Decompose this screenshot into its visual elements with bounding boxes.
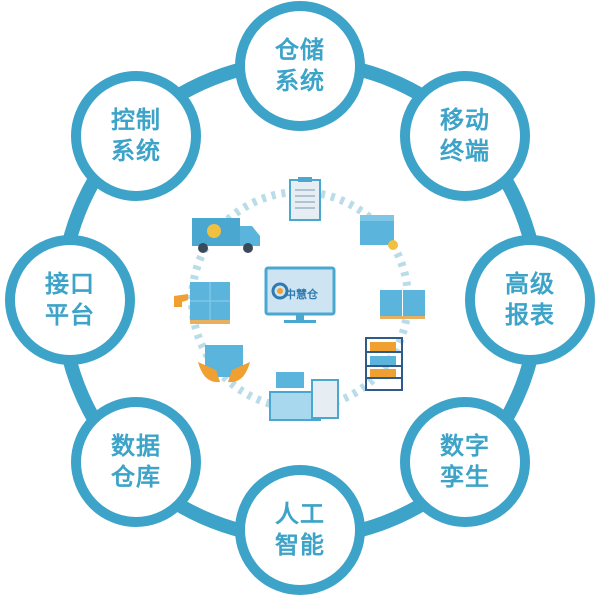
clipboard-icon <box>289 177 321 221</box>
node-label-line1: 数字 <box>440 432 490 460</box>
node-label-line1: 数据 <box>111 432 161 460</box>
node-data-warehouse[interactable]: 数据 仓库 <box>81 407 191 517</box>
node-label-line2: 智能 <box>275 531 325 559</box>
node-label-line2: 报表 <box>505 301 555 329</box>
box-check-icon <box>360 215 398 250</box>
node-label-line2: 仓库 <box>111 463 161 491</box>
center-logo-label: 中慧仓 <box>285 288 318 301</box>
node-label-line2: 系统 <box>111 137 161 165</box>
pallet-boxes-icon <box>380 290 425 319</box>
truck-icon <box>192 218 260 253</box>
node-label-line2: 终端 <box>440 137 490 165</box>
node-label-line2: 孪生 <box>440 463 490 491</box>
node-label-line1: 移动 <box>440 106 490 134</box>
laptop-clipboard-icon <box>269 372 339 421</box>
node-advanced-report[interactable]: 高级 报表 <box>475 245 585 355</box>
shelf-icon <box>365 337 403 391</box>
node-mobile-terminal[interactable]: 移动 终端 <box>410 81 520 191</box>
node-label-line1: 人工 <box>275 500 325 528</box>
hands-box-icon <box>198 345 250 383</box>
node-label-line1: 控制 <box>111 106 161 134</box>
node-control-system[interactable]: 控制 系统 <box>81 81 191 191</box>
node-digital-twin[interactable]: 数字 孪生 <box>410 407 520 517</box>
node-label-line1: 接口 <box>45 270 95 298</box>
node-label-line1: 仓储 <box>275 36 325 64</box>
scanner-boxes-icon <box>174 282 230 324</box>
node-artificial-intelligence[interactable]: 人工 智能 <box>245 475 355 585</box>
node-label-line2: 平台 <box>45 301 95 329</box>
node-interface-platform[interactable]: 接口 平台 <box>15 245 125 355</box>
node-warehouse-system[interactable]: 仓储 系统 <box>245 11 355 121</box>
node-label-line1: 高级 <box>505 270 555 298</box>
node-label-line2: 系统 <box>275 67 325 95</box>
monitor-logo-icon <box>264 266 336 323</box>
